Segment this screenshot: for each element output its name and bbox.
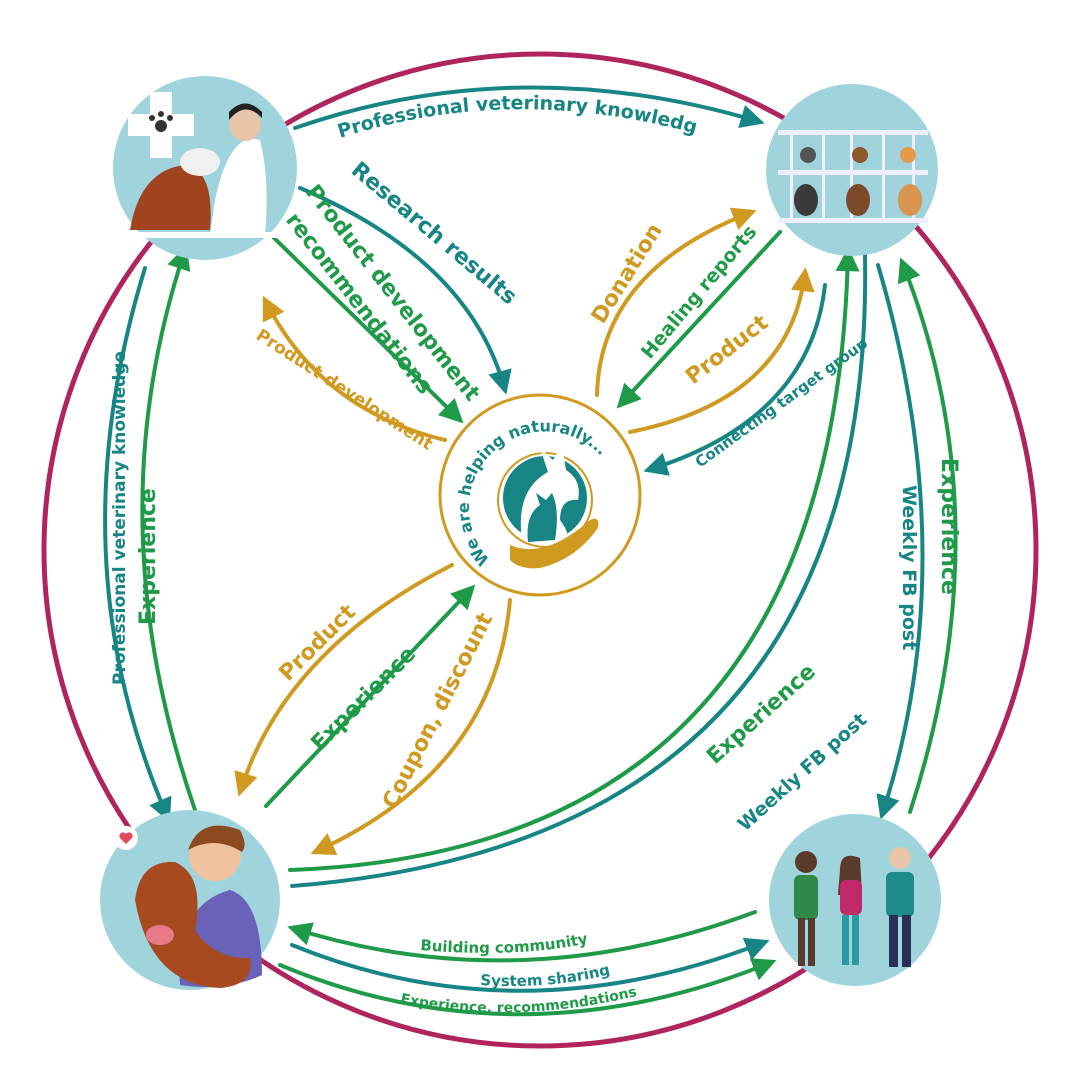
arrow-weekly-fb-post-owner: [290, 253, 868, 888]
label-weekly-fb-post-community: Weekly FB post: [898, 485, 920, 650]
label-experience-owner-vet: Experience: [136, 488, 161, 625]
label-product-development: Product development: [252, 325, 436, 454]
label-coupon-discount: Coupon, discount: [378, 609, 498, 813]
node-pet-owner[interactable]: [100, 810, 280, 990]
arrow-donation: [595, 207, 757, 397]
arrow-system-sharing: [290, 937, 770, 993]
arrow-weekly-fb-post-community: [876, 263, 925, 820]
flow-arrows: [103, 85, 958, 1017]
arrow-healing-reports: [616, 230, 782, 409]
arrow-connecting-target-group: [643, 283, 827, 476]
node-community[interactable]: [769, 814, 941, 986]
arrow-experience-recommendations: [278, 958, 777, 1017]
arrow-research-results: [298, 186, 512, 395]
veterinarian-icon: [120, 92, 280, 238]
arrow-building-community: [287, 910, 757, 963]
arrow-experience-owner-vet: [140, 245, 197, 812]
node-veterinarian[interactable]: [113, 76, 297, 260]
pets-in-hand-logo: [497, 445, 599, 569]
arrow-vet-to-owner: [103, 266, 172, 823]
label-donation: Donation: [587, 219, 668, 328]
label-experience-owner-center: Experience: [307, 642, 421, 756]
arrow-vet-to-shelter: [293, 85, 765, 130]
center-logo: We are helping naturally...: [438, 393, 642, 597]
pet-owner-icon: [114, 825, 262, 988]
arrow-product-shelter: [628, 267, 815, 434]
arrow-product-owner: [234, 563, 454, 797]
label-vet-to-owner: Professional veterinary knowledge: [110, 351, 130, 685]
label-building-community: Building community: [420, 929, 590, 956]
node-animal-shelter[interactable]: [766, 84, 938, 256]
arrow-experience-community-shelter: [897, 257, 958, 814]
arrow-product-development: [262, 295, 447, 442]
arrow-experience-owner-center: [264, 584, 476, 808]
arrow-product-dev-recommendations: [266, 230, 464, 424]
community-people-icon: [794, 847, 914, 967]
outer-ring: [41, 51, 1039, 1049]
animal-shelter-icon: [778, 130, 928, 223]
label-vet-to-shelter: Professional veterinary knowledge: [0, 0, 700, 143]
label-experience-community-shelter: Experience: [936, 458, 961, 595]
label-product-owner: Product: [275, 600, 362, 687]
arrow-coupon-discount: [310, 598, 512, 855]
heart-icon: [119, 832, 133, 844]
arrow-experience-owner-shelter: [288, 247, 860, 872]
